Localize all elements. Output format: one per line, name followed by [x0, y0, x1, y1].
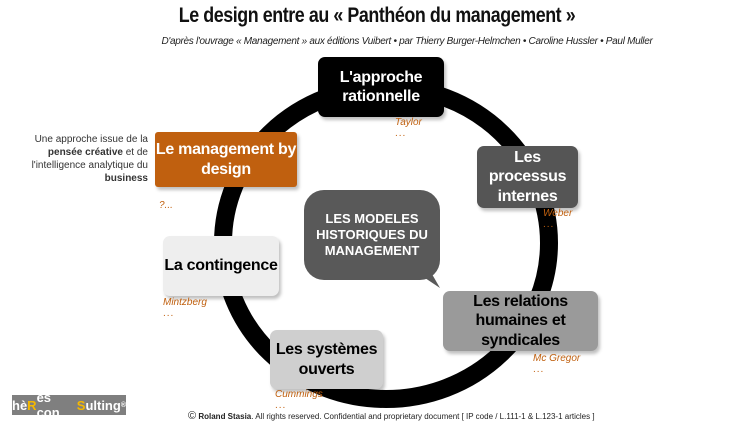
intro-text: Une approche issue de la pensée créative… — [31, 134, 148, 184]
model-box-open-systems: Les systèmes ouverts — [270, 330, 383, 389]
author-weber: Weber... — [543, 208, 573, 230]
copyright-footer: © Roland Stasia. All rights reserved. Co… — [188, 410, 595, 422]
model-box-human-relations: Les relations humaines et syndicales — [443, 291, 598, 351]
subtitle: D'après l'ouvrage « Management » aux édi… — [161, 36, 653, 47]
model-box-contingency: La contingence — [163, 236, 279, 296]
page-title: Le design entre au « Panthéon du managem… — [178, 4, 576, 27]
model-box-management-by-design: Le management by design — [155, 132, 297, 187]
author-taylor: Taylor... — [395, 117, 422, 139]
model-box-rational: L'approche rationnelle — [318, 57, 444, 117]
center-bubble: LES MODELES HISTORIQUES DU MANAGEMENT — [304, 190, 440, 280]
model-box-internal-process: Les processus internes — [477, 146, 578, 208]
author-mintzberg: Mintzberg... — [163, 297, 207, 319]
author-cummings: Cummings... — [275, 389, 323, 411]
author-unknown: ?... — [159, 200, 173, 211]
author-mcgregor: Mc Gregor... — [533, 353, 581, 375]
